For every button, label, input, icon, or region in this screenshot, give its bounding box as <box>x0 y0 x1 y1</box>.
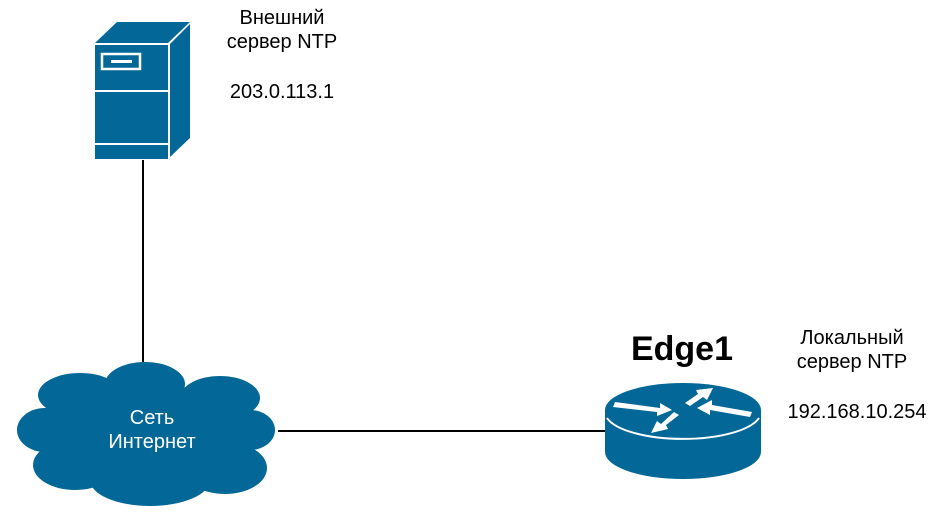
cloud-label-line2: Интернет <box>108 431 196 453</box>
external-server-ip: 203.0.113.1 <box>229 81 335 103</box>
cloud-label: Сеть Интернет <box>72 406 232 454</box>
cloud-icon[interactable] <box>17 362 275 506</box>
external-server-label: Внешний сервер NTP <box>202 6 362 54</box>
external-server-label-line1: Внешний <box>239 7 325 29</box>
server-icon[interactable] <box>95 22 190 160</box>
router-label-line2: сервер NTP <box>796 351 908 373</box>
router-ip: 192.168.10.254 <box>787 401 927 423</box>
external-server-label-line2: сервер NTP <box>226 31 338 53</box>
router-label-line1: Локальный <box>800 327 904 349</box>
router-label: Локальный сервер NTP <box>772 326 932 374</box>
cloud-label-line1: Сеть <box>129 407 175 429</box>
router-icon[interactable] <box>605 383 761 479</box>
router-name: Edge1 <box>630 330 734 368</box>
